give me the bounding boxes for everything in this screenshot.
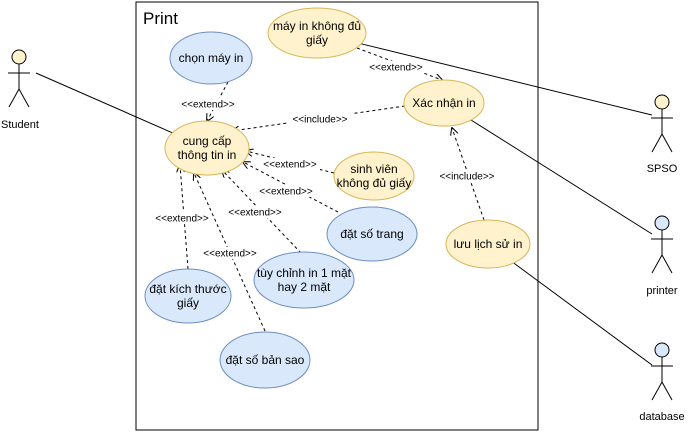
relation-label-bg	[200, 247, 260, 259]
actor-leg-left	[651, 254, 663, 274]
relation-label-bg	[152, 212, 212, 224]
use-case-dat_so_ban_sao[interactable]: đặt số bản sao	[219, 331, 311, 389]
use-case-label: Xác nhận in	[412, 96, 475, 110]
use-case-ellipse	[445, 219, 531, 269]
actor-label: Student	[1, 119, 39, 131]
actor-head	[654, 215, 670, 231]
relation-label-sinh_vien_khong_du_giay: <<extend>>	[263, 160, 317, 171]
relation-label-dat_so_trang: <<extend>>	[259, 187, 313, 198]
relation-label-bg	[287, 113, 353, 125]
actor-leg-right	[661, 381, 673, 401]
actor-student[interactable]: Student	[1, 49, 39, 131]
use-case-label: chọn máy in	[179, 51, 244, 65]
use-case-ellipse	[267, 7, 367, 59]
relation-label-may_in_khong_du_giay: <<extend>>	[369, 63, 423, 74]
relation-label-bg	[256, 185, 316, 197]
use-case-ellipse	[326, 206, 418, 262]
relation-arrow-chon_may_in	[207, 81, 229, 121]
use-case-label: hay 2 mặt	[278, 280, 331, 294]
use-case-label: không đủ giấy	[337, 176, 412, 190]
actor-label: database	[639, 411, 684, 423]
relation-label-dat_so_ban_sao: <<extend>>	[203, 249, 257, 260]
use-case-label: tùy chỉnh in 1 mặt	[257, 266, 352, 280]
actor-leg-left	[8, 88, 20, 108]
relation-arrow-xac_nhan_in	[232, 105, 406, 131]
use-case-label: giấy	[177, 296, 199, 310]
system-title: Print	[143, 9, 178, 28]
relation-arrow-dat_kich_thuoc_giay	[180, 165, 189, 270]
use-case-label: đặt kích thước	[149, 282, 226, 296]
use-case-label: cung cấp	[183, 134, 232, 148]
actor-head	[654, 94, 670, 110]
relation-arrow-tuy_chinh_in	[222, 170, 302, 254]
association-printer-xac_nhan_in	[470, 119, 653, 235]
use-case-ellipse	[219, 331, 311, 389]
use-case-ellipse	[169, 31, 253, 85]
relation-label-bg	[434, 170, 500, 182]
association-spso-may_in_khong_du_giay	[361, 43, 653, 116]
relation-label-bg	[366, 61, 426, 73]
use-case-xac_nhan_in[interactable]: Xác nhận in	[403, 79, 485, 127]
relation-label-bg	[225, 206, 285, 218]
use-case-ellipse	[403, 79, 485, 127]
association-database-luu_lich_su_in	[513, 262, 653, 366]
actor-head	[11, 49, 27, 65]
use-case-label: giấy	[306, 33, 328, 47]
relation-label-bg	[260, 158, 320, 170]
relation-label-bg	[178, 98, 238, 110]
actor-printer[interactable]: printer	[646, 215, 678, 297]
relation-label-xac_nhan_in: <<include>>	[292, 115, 347, 126]
use-case-label: thông tin in	[178, 148, 237, 162]
use-case-ellipse	[333, 151, 415, 201]
actor-leg-right	[661, 133, 673, 153]
actor-leg-left	[651, 381, 663, 401]
actor-label: SPSO	[647, 163, 678, 175]
use-case-label: đặt số bản sao	[226, 353, 305, 367]
actor-database[interactable]: database	[639, 342, 685, 423]
use-case-chon_may_in[interactable]: chọn máy in	[169, 31, 253, 85]
use-case-luu_lich_su_in[interactable]: lưu lịch sử in	[445, 219, 531, 269]
use-case-label: lưu lịch sử in	[454, 237, 523, 251]
use-case-dat_so_trang[interactable]: đặt số trang	[326, 206, 418, 262]
actor-label: printer	[646, 285, 678, 297]
actor-spso[interactable]: SPSO	[647, 94, 678, 175]
relation-label-chon_may_in: <<extend>>	[181, 100, 235, 111]
use-case-label: máy in không đủ	[273, 19, 361, 33]
actor-leg-right	[18, 88, 30, 108]
relation-label-tuy_chinh_in: <<extend>>	[228, 208, 282, 219]
actor-head	[654, 342, 670, 358]
use-case-ellipse	[253, 251, 355, 309]
use-case-label: sinh viên	[350, 162, 397, 176]
use-case-ellipse	[144, 268, 232, 324]
use-case-label: đặt số trang	[340, 227, 403, 241]
relation-label-dat_kich_thuoc_giay: <<extend>>	[155, 214, 209, 225]
association-student-cung_cap	[35, 72, 173, 134]
actor-leg-left	[651, 133, 663, 153]
use-case-ellipse	[164, 120, 250, 176]
actor-leg-right	[661, 254, 673, 274]
relation-label-luu_lich_su_in: <<include>>	[439, 172, 494, 183]
